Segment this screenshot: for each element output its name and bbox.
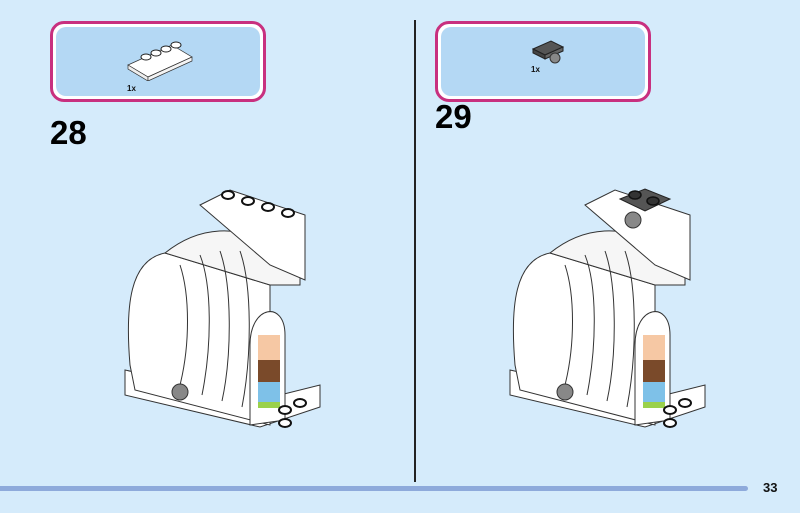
- step-number: 29: [435, 98, 472, 135]
- slope-brick-icon: [127, 41, 193, 81]
- part-quantity: 1x: [127, 84, 136, 93]
- plate-with-ball-icon: [531, 40, 565, 64]
- parts-callout-29: 1x: [435, 21, 651, 102]
- step-divider: [414, 20, 416, 482]
- build-model-illustration: [124, 189, 321, 428]
- build-model-illustration: [509, 188, 706, 428]
- footer-bar: [0, 486, 748, 491]
- parts-callout-28: 1x: [50, 21, 266, 102]
- step-number: 28: [50, 114, 87, 151]
- part-quantity: 1x: [531, 65, 540, 74]
- page-number: 33: [763, 480, 778, 495]
